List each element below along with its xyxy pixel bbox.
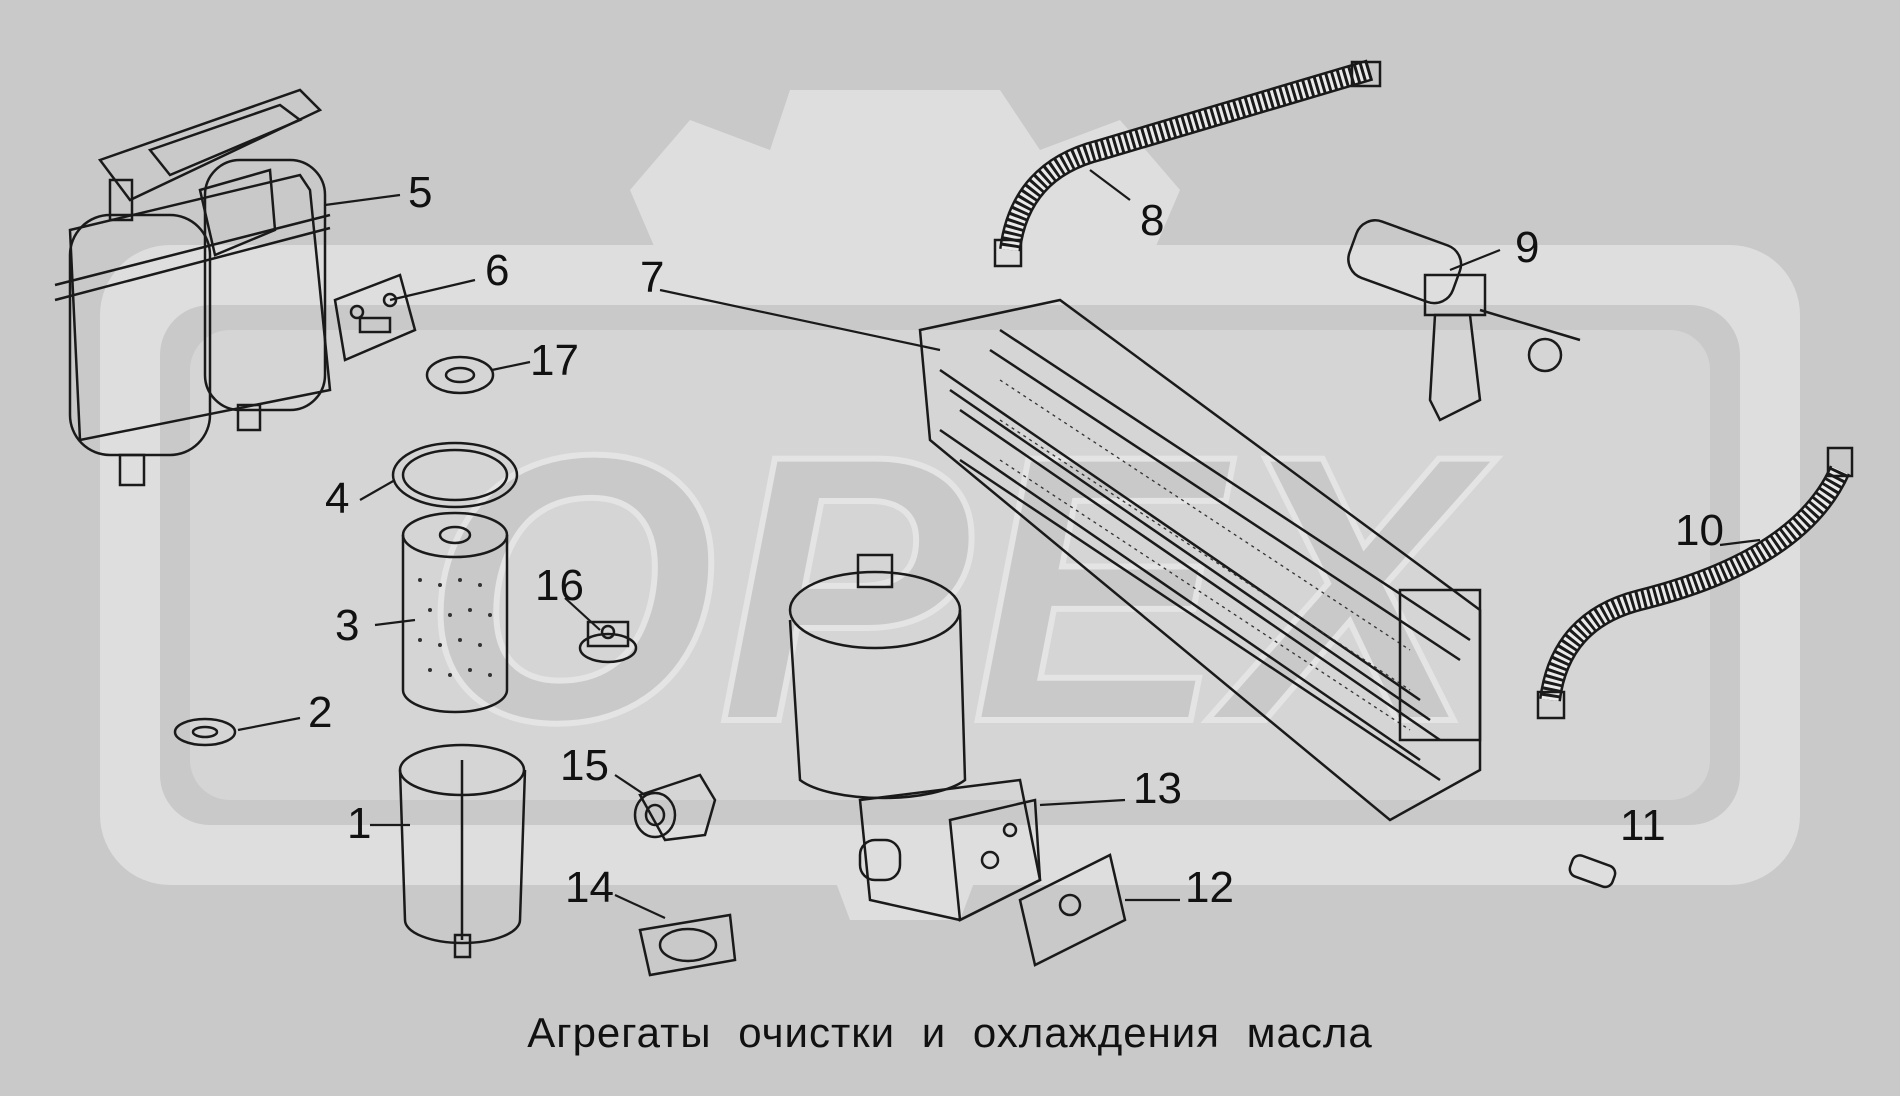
callout-8: 8 (1140, 196, 1164, 245)
part-13-centrifugal-filter (788, 553, 1042, 922)
callout-12: 12 (1185, 863, 1234, 912)
callout-6: 6 (485, 246, 509, 295)
callout-3: 3 (335, 601, 359, 650)
callout-17: 17 (530, 336, 579, 385)
part-15-elbow (633, 773, 717, 842)
part-6-gasket (333, 273, 417, 362)
callout-2: 2 (308, 688, 332, 737)
part-5-twin-filter-housing (54, 88, 332, 487)
part-12-plate-gasket (1018, 853, 1127, 967)
part-9-valve (1347, 219, 1581, 422)
watermark-logo: OPEX (100, 90, 1800, 920)
part-1-filter-cup (398, 743, 527, 959)
callout-14: 14 (565, 863, 614, 912)
callout-1: 1 (347, 799, 371, 848)
callout-10: 10 (1675, 506, 1724, 555)
callout-11: 11 (1620, 801, 1666, 850)
part-3-filter-element (401, 511, 509, 714)
part-10-hose (1536, 446, 1854, 720)
callout-4: 4 (325, 474, 349, 523)
part-14-flange-gasket (638, 913, 737, 977)
part-11-sleeve (1568, 854, 1617, 889)
part-2-washer (173, 717, 237, 747)
leader-lines (237, 169, 1761, 919)
callout-labels: 1 2 3 4 5 6 7 8 9 10 11 12 13 14 15 16 1… (308, 168, 1724, 912)
part-8-hose (993, 59, 1382, 268)
part-16-nut (578, 620, 638, 664)
callout-5: 5 (408, 168, 432, 217)
callout-9: 9 (1515, 223, 1539, 272)
part-17-washer (425, 355, 495, 395)
callout-7: 7 (640, 253, 664, 302)
callout-16: 16 (535, 561, 584, 610)
diagram-caption: Агрегаты очистки и охлаждения масла (527, 1009, 1373, 1056)
callout-13: 13 (1133, 764, 1182, 813)
part-7-oil-cooler (918, 298, 1482, 822)
part-4-sealing-ring (391, 441, 519, 509)
callout-15: 15 (560, 741, 609, 790)
